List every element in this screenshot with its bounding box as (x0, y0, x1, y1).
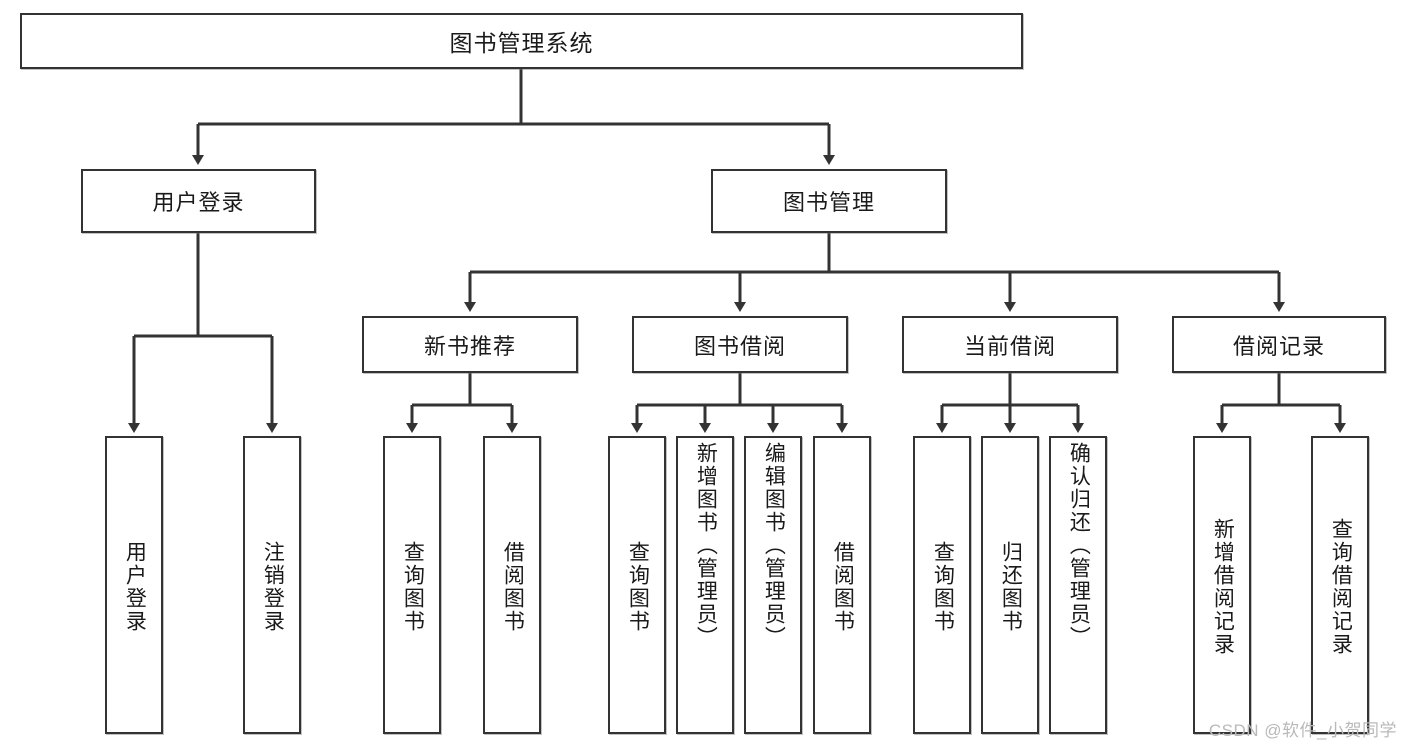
node-label: 当前借阅 (963, 333, 1056, 359)
node-label: 确认归还（管理员） (1067, 442, 1091, 649)
leaf-new-book-query-book[interactable]: 查询图书 (383, 436, 441, 734)
node-new-book-recommend[interactable]: 新书推荐 (362, 316, 578, 373)
node-current-borrow[interactable]: 当前借阅 (902, 316, 1118, 373)
leaf-book-borrow-query-book[interactable]: 查询图书 (608, 436, 666, 734)
node-label: 归还图书 (999, 541, 1023, 633)
leaf-current-borrow-query-book[interactable]: 查询图书 (913, 436, 971, 734)
node-label: 图书管理系统 (449, 30, 594, 56)
leaf-user-login-logout[interactable]: 注销登录 (243, 436, 301, 734)
leaf-new-book-borrow-book[interactable]: 借阅图书 (483, 436, 541, 734)
leaf-borrow-record-add-record[interactable]: 新增借阅记录 (1193, 436, 1251, 734)
node-label: 图书借阅 (693, 333, 786, 359)
node-label: 借阅图书 (831, 541, 855, 633)
node-root-book-management-system[interactable]: 图书管理系统 (20, 13, 1023, 69)
node-label: 查询图书 (931, 541, 955, 633)
node-user-login[interactable]: 用户登录 (81, 169, 316, 233)
node-label: 借阅图书 (501, 541, 525, 633)
leaf-current-borrow-return-book[interactable]: 归还图书 (981, 436, 1039, 734)
node-label: 借阅记录 (1232, 333, 1325, 359)
node-label: 新增图书（管理员） (694, 442, 718, 649)
node-label: 新书推荐 (423, 333, 516, 359)
leaf-user-login-login[interactable]: 用户登录 (105, 436, 163, 734)
node-label: 编辑图书（管理员） (762, 442, 786, 649)
node-label: 用户登录 (152, 190, 245, 215)
node-label: 查询图书 (626, 541, 650, 633)
node-book-borrow[interactable]: 图书借阅 (632, 316, 848, 373)
node-label: 注销登录 (261, 541, 285, 633)
node-label: 新增借阅记录 (1211, 518, 1235, 656)
node-book-management[interactable]: 图书管理 (711, 169, 947, 233)
node-label: 查询借阅记录 (1329, 518, 1353, 656)
leaf-current-borrow-confirm-return[interactable]: 确认归还（管理员） (1049, 436, 1107, 734)
node-label: 图书管理 (782, 190, 875, 215)
leaf-book-borrow-edit-book[interactable]: 编辑图书（管理员） (744, 436, 802, 734)
watermark: CSDN @软件_小贺同学 (1208, 721, 1397, 740)
leaf-borrow-record-query-record[interactable]: 查询借阅记录 (1311, 436, 1369, 734)
leaf-book-borrow-add-book[interactable]: 新增图书（管理员） (676, 436, 734, 734)
node-label: 用户登录 (123, 541, 147, 633)
node-label: 查询图书 (401, 541, 425, 633)
node-borrow-record[interactable]: 借阅记录 (1172, 316, 1386, 373)
leaf-book-borrow-borrow-book[interactable]: 借阅图书 (813, 436, 871, 734)
